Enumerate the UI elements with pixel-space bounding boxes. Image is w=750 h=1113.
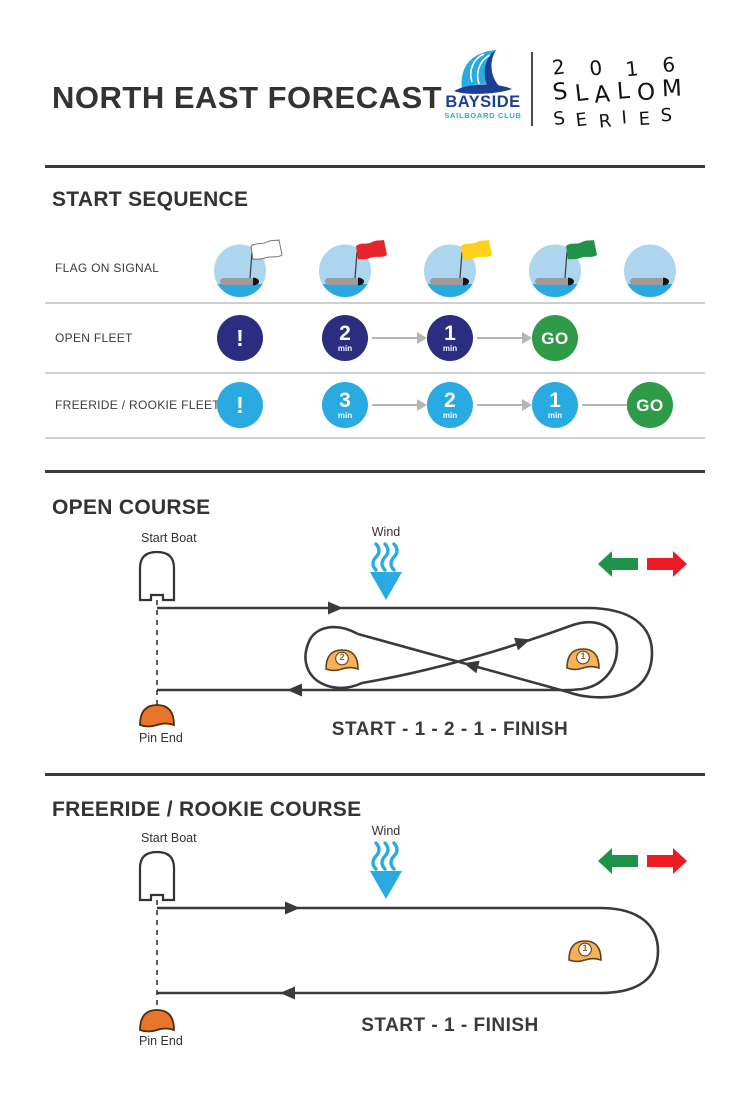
freeride-attention-badge: ! xyxy=(217,382,263,428)
start-boat-label: Start Boat xyxy=(141,831,197,845)
course-direction-arrows xyxy=(598,551,687,577)
green-left-arrow-icon xyxy=(598,848,638,874)
page-title: NORTH EAST FORECAST xyxy=(52,80,443,115)
start-sequence-heading: START SEQUENCE xyxy=(52,188,249,211)
club-subtitle: SAILBOARD CLUB xyxy=(444,111,522,120)
mark-buoy-2: 2 xyxy=(325,648,359,672)
club-name: BAYSIDE xyxy=(445,93,521,111)
header-rule xyxy=(45,165,705,168)
open-fleet-2min-badge: 2 min xyxy=(322,315,368,361)
freeride-2min-badge: 2 min xyxy=(427,382,473,428)
connector-arrow-icon xyxy=(372,332,427,344)
pin-end-label: Pin End xyxy=(139,1034,183,1048)
wind-label: Wind xyxy=(371,824,401,838)
freeride-3min-badge: 3 min xyxy=(322,382,368,428)
flag-boat-icon-none xyxy=(622,240,696,298)
open-course-path xyxy=(157,606,654,699)
open-fleet-go-badge: GO xyxy=(532,315,578,361)
connector-arrow-icon xyxy=(477,399,532,411)
open-course-caption: START - 1 - 2 - 1 - FINISH xyxy=(331,719,569,740)
section-rule xyxy=(45,470,705,473)
pin-buoy-icon xyxy=(139,704,175,728)
series-handwriting: 2016 SLALOM SERIES xyxy=(551,50,710,134)
green-left-arrow-icon xyxy=(598,551,638,577)
separator xyxy=(45,437,705,439)
connector-arrow-icon xyxy=(582,399,637,411)
wind-arrow-icon xyxy=(368,841,404,901)
red-right-arrow-icon xyxy=(647,551,687,577)
course-direction-arrows xyxy=(598,848,687,874)
mark-buoy-1: 1 xyxy=(566,647,600,671)
start-boat-label: Start Boat xyxy=(141,531,197,545)
flag-boat-icon-yellow xyxy=(422,240,496,298)
separator xyxy=(45,302,705,304)
separator xyxy=(45,372,705,374)
freeride-course-path xyxy=(157,906,660,995)
flag-boat-icon-red xyxy=(317,240,391,298)
freeride-fleet-label: FREERIDE / ROOKIE FLEET xyxy=(55,398,220,412)
flag-row-label: FLAG ON SIGNAL xyxy=(55,261,160,275)
open-fleet-label: OPEN FLEET xyxy=(55,331,133,345)
open-fleet-1min-badge: 1 min xyxy=(427,315,473,361)
freeride-course-diagram xyxy=(40,820,710,1065)
open-course-diagram xyxy=(40,520,710,765)
freeride-go-badge: GO xyxy=(627,382,673,428)
mark-buoy-1: 1 xyxy=(568,939,602,963)
sail-icon xyxy=(452,48,514,94)
flag-boat-icon-white xyxy=(212,239,286,298)
logo-divider xyxy=(531,52,533,126)
wind-label: Wind xyxy=(371,525,401,539)
start-boat-icon xyxy=(138,850,176,902)
open-course-heading: OPEN COURSE xyxy=(52,496,211,519)
freeride-course-heading: FREERIDE / ROOKIE COURSE xyxy=(52,798,362,821)
red-right-arrow-icon xyxy=(647,848,687,874)
freeride-1min-badge: 1 min xyxy=(532,382,578,428)
connector-arrow-icon xyxy=(477,332,532,344)
pin-end-label: Pin End xyxy=(139,731,183,745)
handwritten-series: SERIES xyxy=(552,104,684,133)
section-rule xyxy=(45,773,705,776)
freeride-course-caption: START - 1 - FINISH xyxy=(361,1015,539,1036)
connector-arrow-icon xyxy=(372,399,427,411)
pin-buoy-icon xyxy=(139,1009,175,1033)
handwritten-slalom: SLALOM xyxy=(551,75,690,109)
open-fleet-attention-badge: ! xyxy=(217,315,263,361)
wind-arrow-icon xyxy=(368,542,404,602)
start-boat-icon xyxy=(138,550,176,602)
flag-boat-icon-green xyxy=(527,240,601,298)
